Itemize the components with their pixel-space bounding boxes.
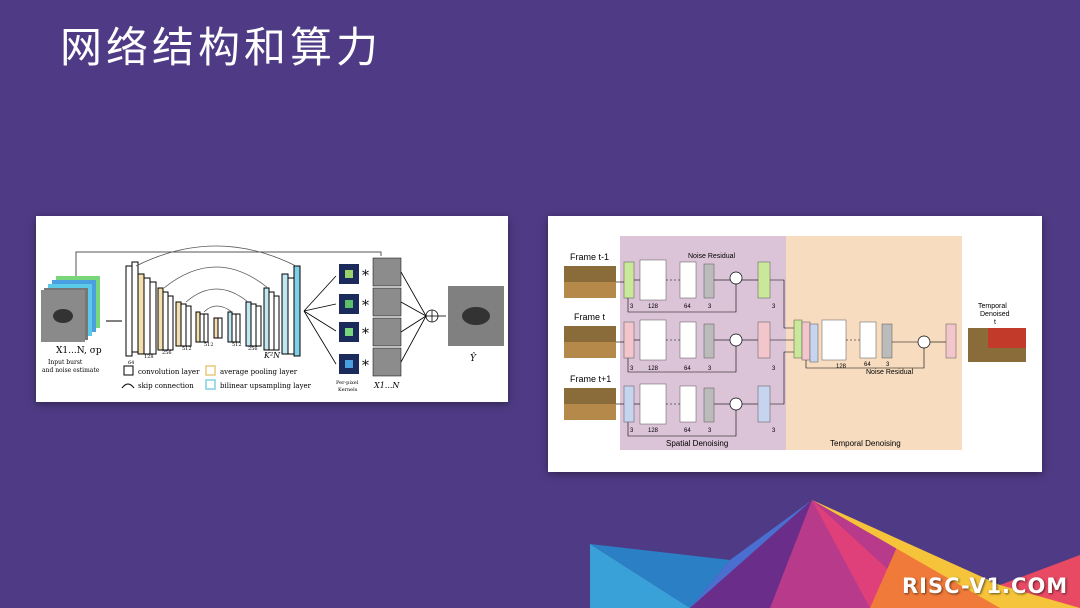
dim-label: 128 — [836, 364, 847, 370]
dim-label: 3 — [772, 366, 776, 372]
dim-label: 3 — [886, 362, 890, 368]
output-label: Ŷ — [470, 352, 477, 364]
svg-text:*: * — [362, 298, 369, 314]
input-caption-2: and noise estimate — [42, 367, 100, 374]
video-denoising-figure: Frame t-1 Frame t Frame t+1 Noise Residu… — [548, 216, 1042, 472]
channel-label: 512 — [204, 342, 214, 348]
spatial-label: Spatial Denoising — [666, 439, 728, 448]
legend-upsample: bilinear upsampling layer — [220, 382, 312, 390]
frame-label-current: Frame t — [574, 312, 606, 322]
dim-label: 64 — [684, 428, 691, 434]
svg-text:*: * — [362, 358, 369, 374]
output-label-2: Denoised — [980, 311, 1010, 318]
input-label: X1...N, σp — [56, 346, 102, 356]
input-caption: Input burst — [48, 359, 83, 366]
dim-label: 64 — [684, 366, 691, 372]
burst-denoising-figure: X1...N, σp Input burst and noise estimat… — [36, 216, 508, 402]
dim-label: 3 — [772, 304, 776, 310]
dim-label: 128 — [648, 428, 659, 434]
noise-residual-top: Noise Residual — [688, 253, 736, 260]
channel-label: 128 — [144, 354, 154, 360]
noise-residual-right: Noise Residual — [866, 369, 914, 376]
kernels-caption: Per-pixel — [336, 380, 359, 386]
legend-skip: skip connection — [138, 382, 194, 390]
dim-label: 3 — [630, 428, 634, 434]
legend: convolution layer skip connection averag… — [121, 365, 312, 390]
channel-label: 512 — [182, 346, 192, 352]
watermark: RISC-V1.COM — [902, 574, 1069, 598]
temporal-label: Temporal Denoising — [830, 439, 901, 448]
dim-label: 128 — [648, 304, 659, 310]
channel-label: 64 — [128, 360, 134, 366]
k2n-label: K²N — [263, 351, 281, 360]
frame-label-next: Frame t+1 — [570, 374, 611, 384]
spatial-row-3 — [623, 383, 771, 425]
input-burst-stack — [41, 276, 100, 342]
channel-label: 256 — [162, 350, 172, 356]
dim-label: 128 — [648, 366, 659, 372]
legend-conv: convolution layer — [138, 368, 200, 376]
per-pixel-kernels — [339, 264, 359, 374]
dim-label: 3 — [630, 304, 634, 310]
channel-label: 256 — [248, 346, 258, 352]
dim-label: 64 — [684, 304, 691, 310]
kernels-caption-2: Kernels — [338, 387, 358, 393]
svg-text:*: * — [362, 326, 369, 342]
output-label-3: t — [994, 319, 996, 326]
slide-title: 网络结构和算力 — [60, 23, 383, 72]
output-label: Temporal — [978, 303, 1007, 310]
unet-layers — [125, 261, 301, 357]
legend-avgpool: average pooling layer — [220, 368, 298, 376]
dim-label: 3 — [630, 366, 634, 372]
dim-label: 3 — [772, 428, 776, 434]
svg-text:*: * — [362, 268, 369, 284]
frame-images — [564, 266, 616, 420]
dim-label: 3 — [708, 428, 712, 434]
frames-stack-label: X1...N — [373, 381, 400, 390]
spatial-row-1 — [623, 259, 771, 301]
dim-label: 3 — [708, 304, 712, 310]
burst-frames-stack — [372, 257, 402, 377]
dim-label: 3 — [708, 366, 712, 372]
channel-label: 512 — [232, 342, 242, 348]
dim-label: 64 — [864, 362, 871, 368]
frame-label-prev: Frame t-1 — [570, 252, 609, 262]
